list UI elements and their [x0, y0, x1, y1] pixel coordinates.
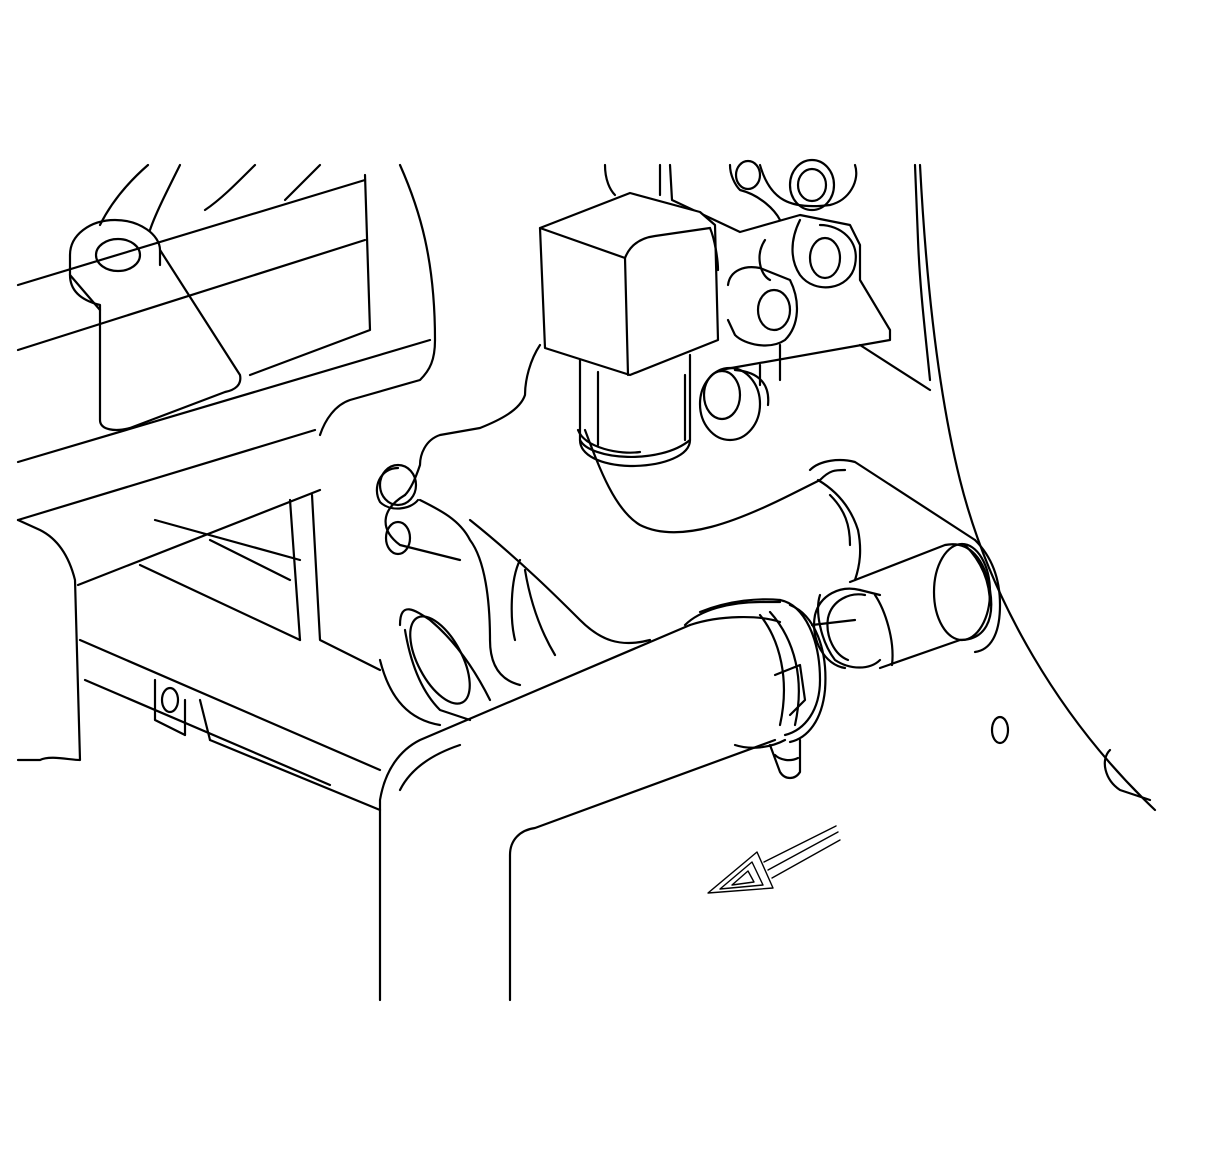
direction-arrow [707, 825, 841, 894]
hose [378, 623, 777, 1002]
engine-block-left [16, 163, 437, 787]
hose-clamp [683, 598, 827, 780]
housing-flange [603, 158, 932, 392]
connecting-arm [378, 608, 492, 727]
grommet [698, 366, 770, 442]
retaining-ring [810, 587, 882, 670]
housing-right [918, 163, 1157, 812]
mounting-boss [68, 218, 242, 431]
sensor-connector [538, 191, 720, 468]
coolant-pipe [375, 343, 1002, 687]
bracket-lower [153, 678, 382, 812]
inlet-fitting [817, 542, 993, 670]
